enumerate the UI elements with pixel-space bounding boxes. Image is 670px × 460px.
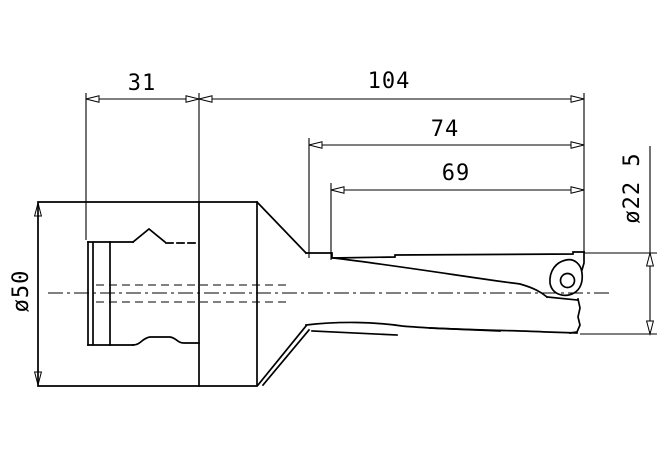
arrowhead-74-right [570, 141, 585, 149]
neck-taper-bottom-outer [256, 324, 308, 387]
tool-body [37, 200, 585, 387]
flute-bottom-line-b [429, 327, 501, 332]
dim-label-74: 74 [431, 117, 460, 142]
dim-label-104: 104 [368, 69, 411, 94]
insert-outline [549, 258, 584, 297]
shank-bottom-wavy-line [132, 336, 200, 346]
arrowhead-69-left [330, 186, 345, 194]
dim-label-d50: ø50 [9, 270, 34, 313]
dim-label-69: 69 [442, 161, 471, 186]
insert-pocket-lip [546, 296, 578, 301]
dimension-arrowheads [33, 95, 655, 387]
arrowhead-104-left [198, 95, 213, 103]
shank-outline [37, 201, 258, 387]
insert-screw-hole [559, 272, 576, 289]
center-and-hidden-lines [48, 284, 612, 303]
dim-label-31: 31 [128, 71, 157, 96]
arrowhead-d225-bottom [645, 320, 655, 336]
drill-bottom-edge [305, 321, 578, 334]
arrowhead-69-right [570, 186, 585, 194]
drill-top-edge [305, 251, 585, 259]
extension-lines [85, 93, 657, 335]
neck-taper-bottom-inner [261, 328, 311, 387]
flute-spiral-line [333, 257, 549, 299]
arrowhead-74-left [308, 141, 323, 149]
arrowhead-31-left [85, 95, 100, 103]
shank-notch-triangle [131, 227, 167, 244]
arrowhead-31-right [185, 95, 200, 103]
flute-bottom-line-a [311, 330, 398, 336]
arrowhead-d225-top [645, 251, 655, 267]
arrowhead-104-right [570, 95, 585, 103]
dim-label-d225: ø22 5 [620, 152, 645, 223]
dimension-labels: 31 104 74 69 ø50 ø22 5 [9, 69, 645, 312]
neck-taper-top [255, 200, 308, 255]
